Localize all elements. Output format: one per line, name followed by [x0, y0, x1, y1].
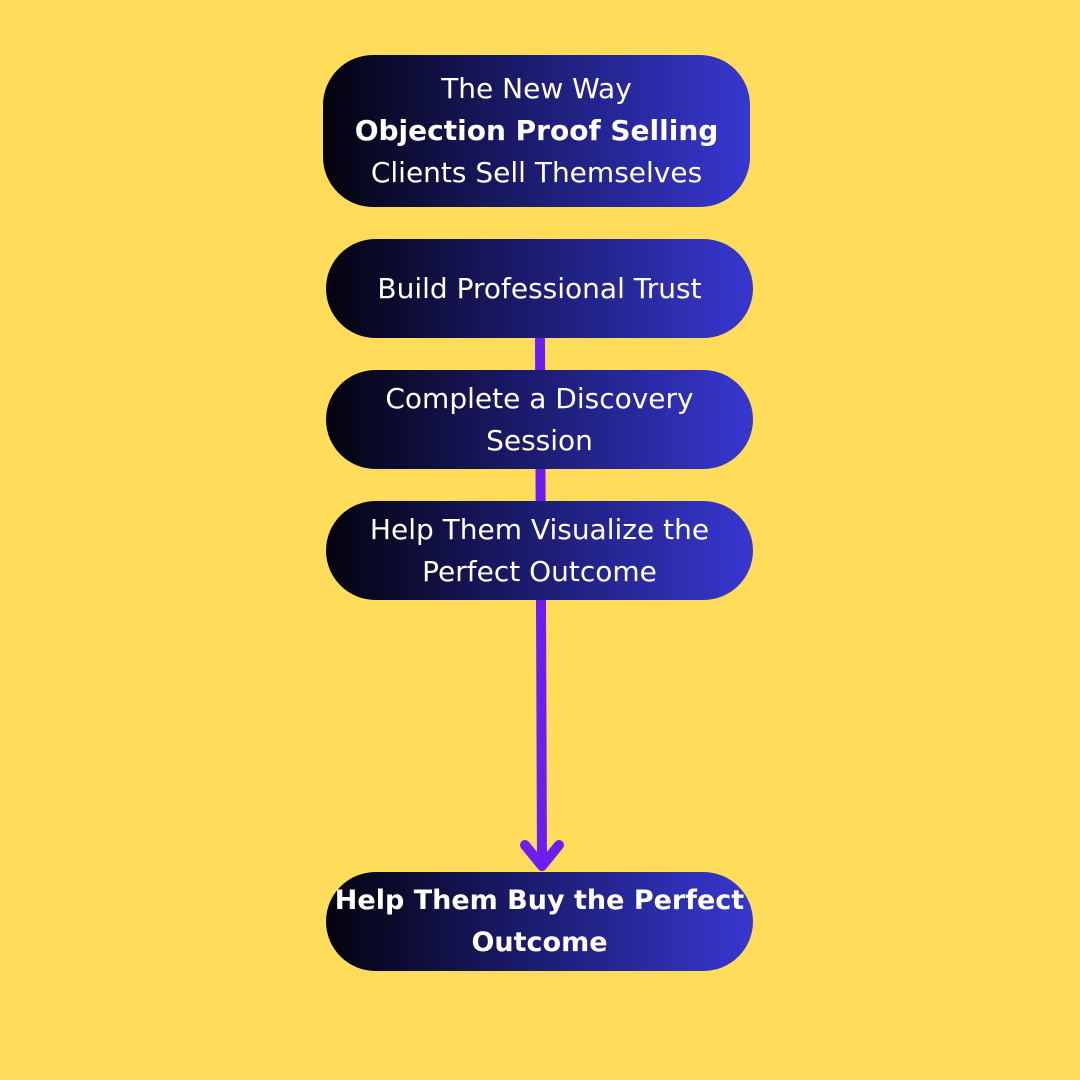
step-line: Clients Sell Themselves	[370, 156, 703, 189]
step-visualize: Help Them Visualize the Perfect Outcome	[326, 501, 753, 600]
step-line: Session	[486, 423, 593, 457]
step-line: Outcome	[471, 926, 608, 958]
step-line: Help Them Visualize the	[369, 512, 710, 546]
arrowhead-icon	[520, 840, 564, 871]
step-line: Build Professional Trust	[377, 271, 702, 305]
step-discovery: Complete a Discovery Session	[326, 370, 753, 469]
step-line: Perfect Outcome	[422, 554, 657, 588]
step-line: Complete a Discovery	[385, 381, 694, 415]
step-line: The New Way	[441, 72, 632, 105]
step-line: Help Them Buy the Perfect	[334, 884, 745, 916]
step-build-trust: Build Professional Trust	[326, 239, 753, 338]
step-buy: Help Them Buy the Perfect Outcome	[326, 872, 753, 971]
step-line-bold: Objection Proof Selling	[354, 114, 719, 147]
step-new-way: The New Way Objection Proof Selling Clie…	[323, 55, 750, 207]
